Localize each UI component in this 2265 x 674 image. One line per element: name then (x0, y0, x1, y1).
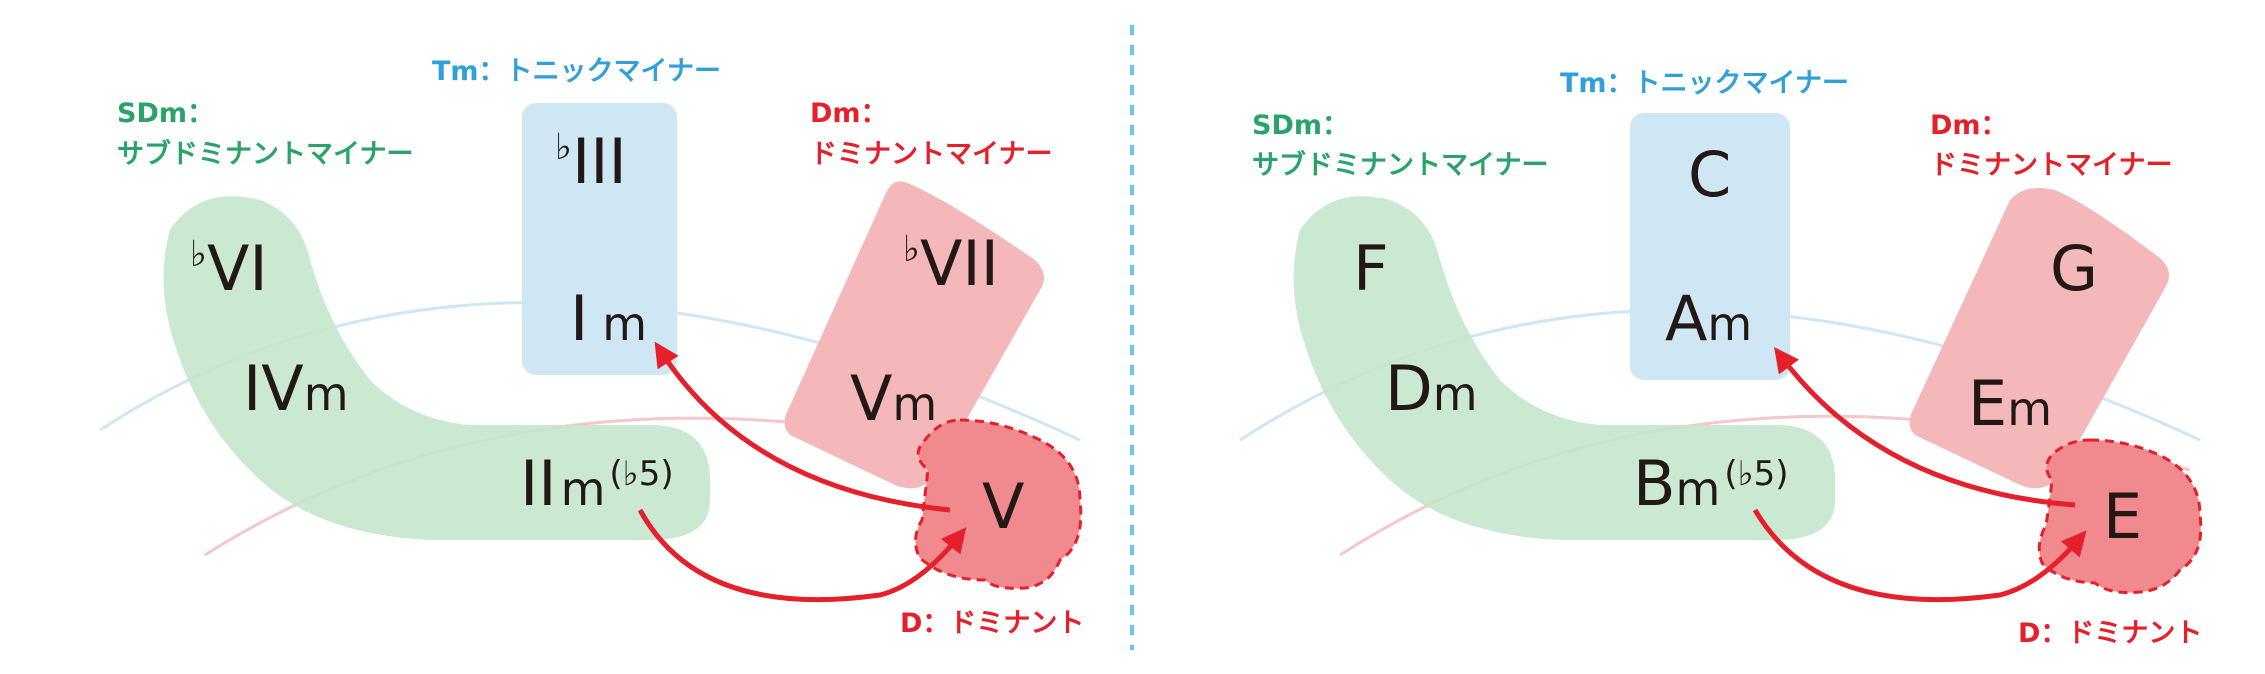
subdominant-area (1293, 196, 1835, 540)
arrow-to-tonic (654, 341, 951, 513)
subdominant-chord-1: F (1353, 232, 1389, 305)
dominant-chord: V (982, 470, 1024, 543)
dominant-label: D：ドミナント (2018, 618, 2202, 649)
tonic-label: Tm：トニックマイナー (432, 56, 721, 87)
subdominant-chord-3: Bm(♭5) (1633, 447, 1789, 520)
chord-numeral: V (850, 362, 892, 435)
subdominant-chord-2: IVm (243, 352, 349, 425)
dominant-minor-area (1909, 187, 2169, 489)
chord-numeral: III (572, 125, 627, 198)
chord-suffix: m (1433, 367, 1478, 421)
chord-letter: B (1633, 447, 1676, 520)
dominant-chord: E (2103, 480, 2142, 553)
tonic-area (522, 103, 677, 375)
chord-suffix: m (602, 297, 647, 351)
arrow-to-tonic (1774, 346, 2076, 508)
chord-suffix: m (892, 377, 937, 431)
subdominant-chord-3: IIm(♭5) (520, 447, 674, 520)
chord-superscript: (♭5) (1724, 454, 1788, 494)
dominant-minor-label-line2: ドミナントマイナー (810, 139, 1052, 170)
dominant-minor-chord-2: Vm (850, 362, 937, 435)
chord-suffix: m (561, 462, 606, 516)
chord-letter: A (1665, 282, 1707, 355)
subdominant-label-line1: SDm： (1252, 110, 1349, 141)
tonic-chord-upper: ♭III (555, 125, 627, 198)
arrow-to-dominant (637, 508, 967, 603)
chord-numeral: IV (243, 352, 304, 425)
panel-roman: Tm：トニックマイナー SDm： サブドミナントマイナー Dm： ドミナントマイ… (99, 56, 1084, 639)
dominant-minor-chord-2: Em (1968, 367, 2052, 440)
dominant-minor-label-line1: Dm： (810, 98, 888, 129)
panel-letters: Tm：トニックマイナー SDm： サブドミナントマイナー Dm： ドミナントマイ… (1239, 68, 2202, 649)
dominant-minor-label-line2: ドミナントマイナー (1930, 150, 2172, 181)
chord-superscript: (♭5) (609, 454, 673, 494)
chord-letter: E (1968, 367, 2007, 440)
tonic-label: Tm：トニックマイナー (1560, 68, 1849, 99)
subdominant-label-line1: SDm： (117, 98, 214, 129)
chord-numeral: VI (207, 232, 268, 305)
chord-numeral: VII (920, 227, 999, 300)
subdominant-label-line2: サブドミナントマイナー (117, 138, 413, 170)
dominant-label: D：ドミナント (900, 608, 1084, 639)
dominant-minor-area (784, 181, 1044, 489)
dominant-minor-label-line1: Dm： (1930, 110, 2008, 141)
subdominant-area (163, 196, 711, 540)
tonic-chord-lower: Am (1665, 282, 1752, 355)
flat-sign: ♭ (190, 234, 207, 275)
subdominant-label-line2: サブドミナントマイナー (1252, 149, 1548, 181)
subdominant-chord-2: Dm (1385, 352, 1478, 425)
flat-sign: ♭ (903, 229, 920, 270)
chord-suffix: m (1676, 462, 1721, 516)
chord-numeral: II (520, 447, 557, 520)
tonic-area (1630, 113, 1790, 380)
subdominant-chord-1: ♭VI (190, 232, 268, 305)
chord-letter: D (1385, 352, 1433, 425)
arrow-to-dominant (1752, 508, 2087, 603)
chord-suffix: m (1707, 297, 1752, 351)
chord-suffix: m (304, 367, 349, 421)
tonic-chord-upper: C (1688, 138, 1731, 211)
flat-sign: ♭ (555, 127, 572, 168)
dominant-minor-chord-1: ♭VII (903, 227, 999, 300)
chord-numeral: I (570, 282, 588, 355)
chord-suffix: m (2007, 382, 2052, 436)
dominant-minor-chord-1: G (2050, 232, 2098, 305)
